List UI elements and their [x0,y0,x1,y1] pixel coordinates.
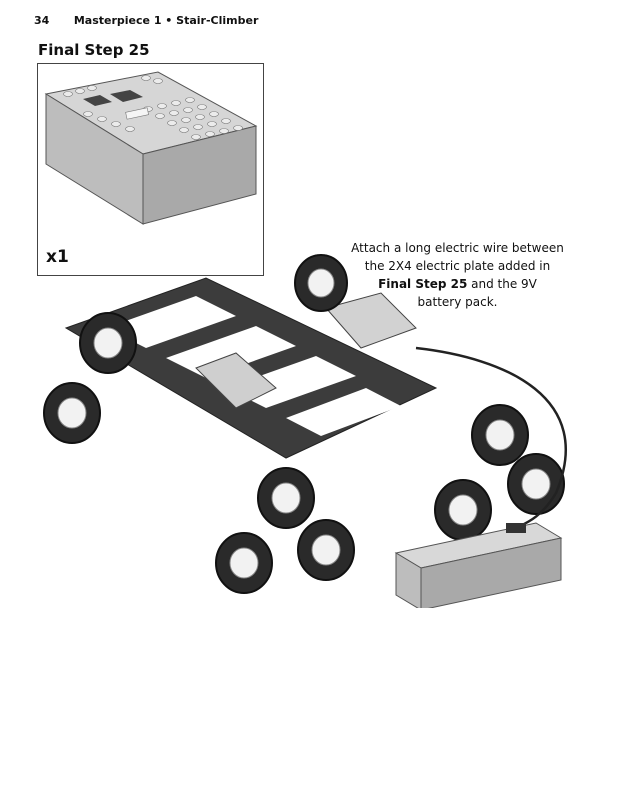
stair-climber-model-illustration [36,248,596,608]
page-number: 34 [34,14,70,27]
battery-pack-illustration [38,64,263,275]
parts-list-box: x1 [37,63,264,276]
section-title: Masterpiece 1 • Stair-Climber [74,14,259,27]
step-title: Final Step 25 [38,41,150,59]
page-header: 34 Masterpiece 1 • Stair-Climber [34,14,258,27]
